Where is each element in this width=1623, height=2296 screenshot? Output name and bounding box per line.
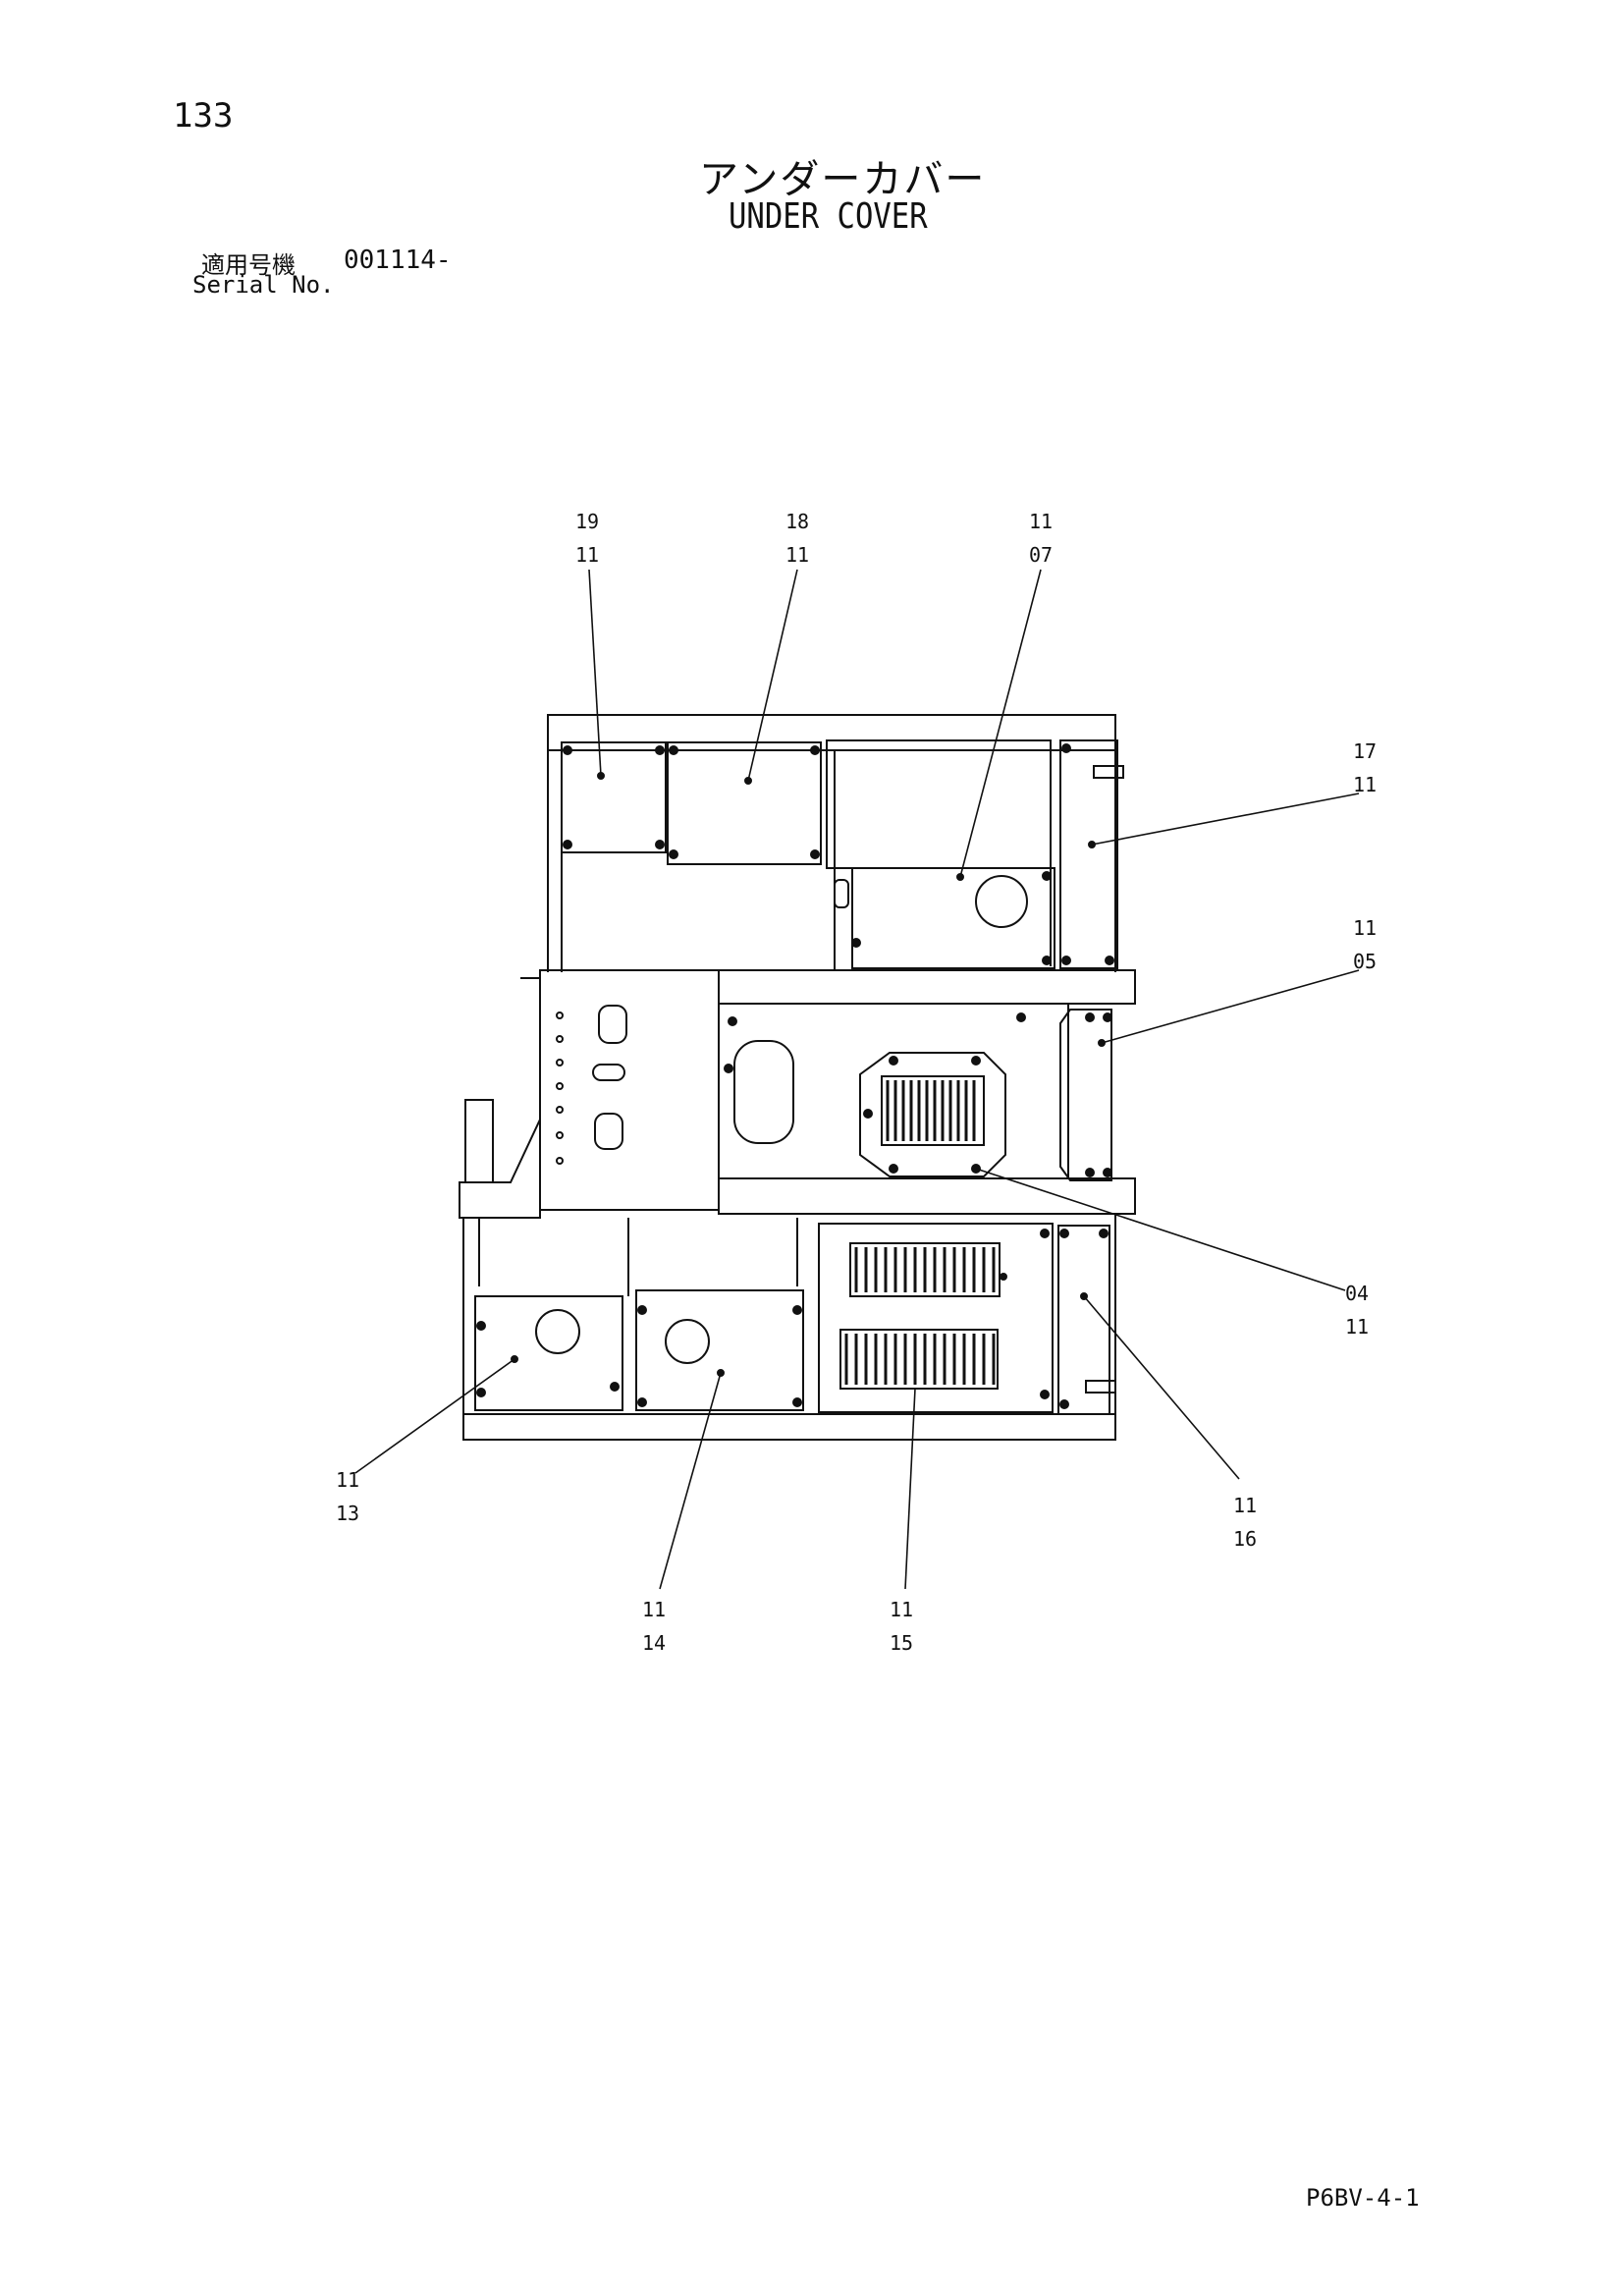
- page-title-japanese: アンダーカバー: [699, 157, 987, 202]
- callout-16-top: 11: [1233, 1494, 1257, 1517]
- callout-13: 11 13: [336, 1468, 359, 1525]
- callout-04-bottom: 11: [1345, 1315, 1369, 1339]
- page-title-english: UNDER COVER: [729, 196, 928, 237]
- callout-labels: 19 11 18 11 11 07 17 11 11 05 04 11 11 1…: [336, 510, 1377, 1655]
- callout-15-top: 11: [890, 1598, 913, 1621]
- callout-18-top: 18: [785, 510, 809, 533]
- left-sub-frame: [459, 969, 720, 1219]
- callout-13-bottom: 13: [336, 1502, 359, 1525]
- cover-13: [474, 1295, 623, 1411]
- cover-14: [635, 1289, 804, 1411]
- callout-19-top: 19: [575, 510, 599, 533]
- callout-04: 04 11: [1345, 1282, 1369, 1339]
- cover-05: [1059, 1009, 1112, 1181]
- callout-07-bottom: 07: [1029, 543, 1053, 567]
- page-number: 133: [173, 96, 234, 136]
- cover-15: [818, 1223, 1054, 1413]
- callout-13-top: 11: [336, 1468, 359, 1492]
- cover-17: [1059, 739, 1124, 969]
- callout-05: 11 05: [1353, 916, 1377, 973]
- cover-19: [561, 741, 667, 853]
- callout-17-top: 17: [1353, 739, 1377, 763]
- serial-label-english: Serial No.: [192, 271, 335, 299]
- cover-16: [1057, 1225, 1116, 1415]
- cover-07: [834, 867, 1055, 969]
- callout-18-bottom: 11: [785, 543, 809, 567]
- callout-17-bottom: 11: [1353, 773, 1377, 796]
- callout-19-bottom: 11: [575, 543, 599, 567]
- callout-14: 11 14: [642, 1598, 666, 1655]
- callout-14-bottom: 14: [642, 1631, 666, 1655]
- callout-14-top: 11: [642, 1598, 666, 1621]
- callout-16-bottom: 16: [1233, 1527, 1257, 1551]
- callout-15-bottom: 15: [890, 1631, 913, 1655]
- leader-lines: [354, 569, 1360, 1590]
- serial-label-japanese: 適用号機: [201, 251, 296, 279]
- upper-right-region: [826, 739, 1052, 970]
- callout-04-top: 04: [1345, 1282, 1369, 1305]
- callout-05-bottom: 05: [1353, 950, 1377, 973]
- callout-05-top: 11: [1353, 916, 1377, 940]
- callout-07-top: 11: [1029, 510, 1053, 533]
- callout-19: 19 11: [575, 510, 599, 567]
- cover-04: [859, 1052, 1006, 1177]
- document-code: P6BV-4-1: [1306, 2184, 1420, 2212]
- callout-15: 11 15: [890, 1598, 913, 1655]
- upper-frame: [547, 714, 1116, 972]
- cover-18: [667, 741, 822, 865]
- serial-number-value: 001114-: [344, 246, 452, 275]
- callout-17: 17 11: [1353, 739, 1377, 796]
- lower-frame: [462, 1214, 1116, 1441]
- callout-07: 11 07: [1029, 510, 1053, 567]
- callout-16: 11 16: [1233, 1494, 1257, 1551]
- callout-18: 18 11: [785, 510, 809, 567]
